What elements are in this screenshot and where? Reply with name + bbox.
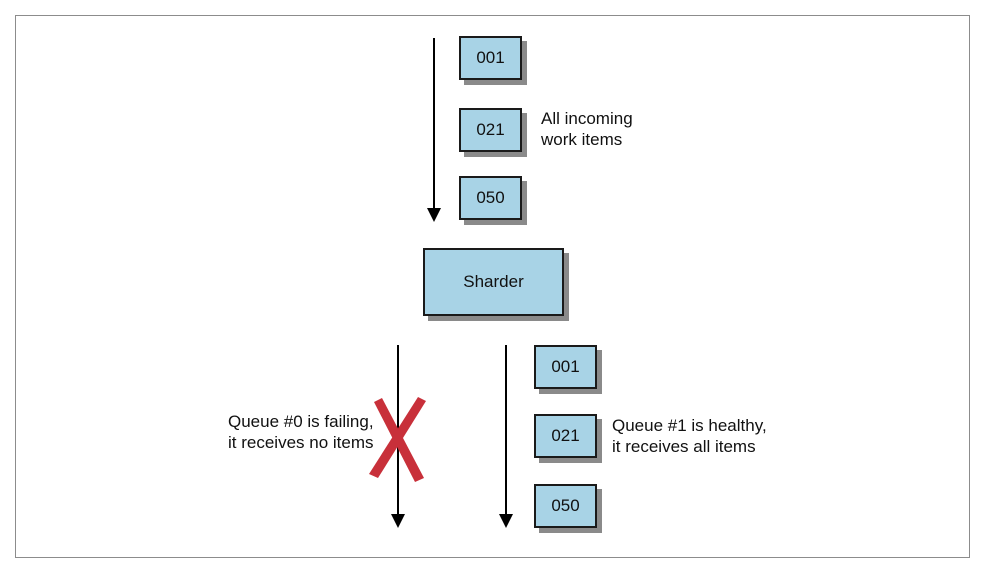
queue1-arrowhead bbox=[499, 514, 513, 528]
incoming-label-line: All incoming bbox=[541, 109, 633, 128]
queue0-label: Queue #0 is failing, it receives no item… bbox=[228, 411, 374, 453]
incoming-label-line: work items bbox=[541, 130, 623, 149]
queue0-label-line: it receives no items bbox=[228, 433, 374, 452]
incoming-item-050: 050 bbox=[459, 176, 522, 220]
queue1-item-001: 001 bbox=[534, 345, 597, 389]
queue1-label-line: it receives all items bbox=[612, 437, 756, 456]
queue1-item-050: 050 bbox=[534, 484, 597, 528]
incoming-label: All incoming work items bbox=[541, 108, 633, 150]
queue1-item-021: 021 bbox=[534, 414, 597, 458]
queue1-label: Queue #1 is healthy, it receives all ite… bbox=[612, 415, 767, 457]
incoming-item-001: 001 bbox=[459, 36, 522, 80]
queue1-label-line: Queue #1 is healthy, bbox=[612, 416, 767, 435]
diagram-frame bbox=[15, 15, 970, 558]
incoming-arrowhead bbox=[427, 208, 441, 222]
sharder-box: Sharder bbox=[423, 248, 564, 316]
failure-cross-icon bbox=[369, 397, 426, 482]
queue0-arrowhead bbox=[391, 514, 405, 528]
incoming-item-021: 021 bbox=[459, 108, 522, 152]
queue0-label-line: Queue #0 is failing, bbox=[228, 412, 374, 431]
